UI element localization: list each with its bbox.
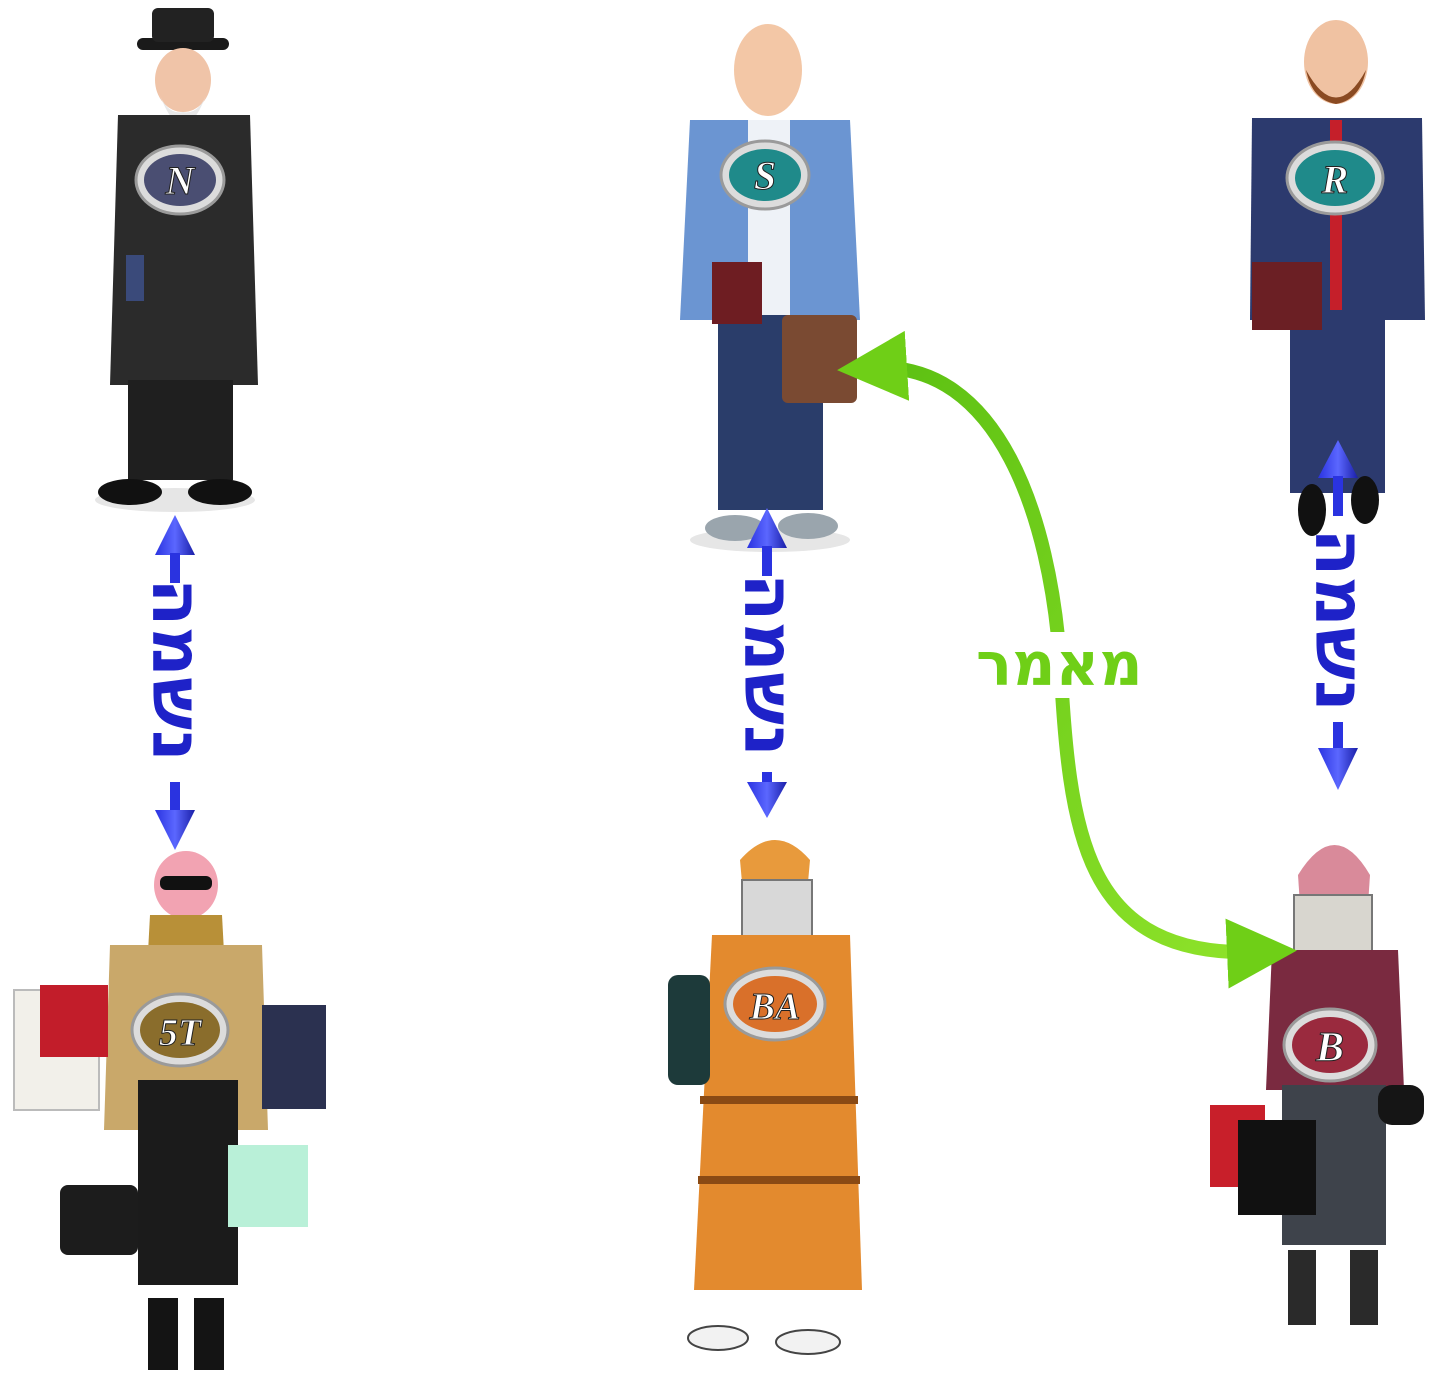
arrowhead-up-icon — [155, 515, 195, 555]
shopping-bag-icon — [262, 1005, 326, 1109]
arrowhead-up-icon — [1318, 440, 1358, 478]
arrowhead-down-icon — [155, 810, 195, 850]
boots-icon — [148, 1298, 178, 1370]
trousers — [128, 380, 233, 480]
shoe-icon — [1351, 476, 1379, 524]
figure-n: N — [95, 8, 258, 512]
arrowhead-down-icon — [1318, 748, 1358, 790]
shopping-bag-icon — [1238, 1120, 1316, 1215]
badge-label-5t: 5T — [159, 1012, 203, 1054]
boots-icon — [194, 1298, 224, 1370]
badge-plate — [144, 154, 216, 206]
face — [1304, 20, 1368, 104]
arrow-shaft — [762, 546, 772, 576]
badge-label-n: N — [165, 158, 197, 203]
badge-label-ba: BA — [749, 986, 801, 1028]
figure-ba: BA — [668, 840, 862, 1355]
boots-icon — [1288, 1250, 1316, 1325]
face — [155, 48, 211, 112]
badge-label-s: S — [754, 153, 776, 198]
soul-label-right: נשמה — [1299, 528, 1381, 712]
book-icon — [712, 262, 762, 324]
soul-label-middle: נשמה — [728, 573, 810, 757]
book-icon — [741, 879, 813, 939]
arrow-shaft — [170, 782, 180, 812]
briefcase-icon — [782, 315, 857, 403]
soul-label-left: נשמה — [136, 578, 218, 762]
sneaker-icon — [705, 515, 765, 541]
arrowhead-up-icon — [747, 508, 787, 548]
badge-label-r: R — [1321, 157, 1349, 202]
shopping-bag-icon — [40, 985, 108, 1057]
badge-label-b: B — [1315, 1025, 1344, 1071]
sneaker-icon — [778, 513, 838, 539]
shopping-bag-icon — [228, 1145, 308, 1227]
article-label: מאמר — [972, 632, 1147, 698]
book-icon — [126, 255, 144, 301]
book-icon — [1252, 262, 1322, 330]
shoe-icon — [98, 479, 162, 505]
handbag-icon — [60, 1185, 138, 1255]
soul-arrow-middle — [747, 508, 787, 818]
badge-plate — [140, 1002, 220, 1058]
sandal-icon — [775, 1329, 841, 1355]
beard — [1306, 70, 1366, 104]
badge-plate — [729, 149, 801, 201]
figure-r: R — [1250, 20, 1425, 536]
badge-plate — [733, 976, 817, 1032]
arrow-shaft — [170, 553, 180, 583]
hat-crown-icon — [152, 8, 214, 42]
arrow-shaft — [1333, 722, 1343, 750]
book-icon — [1293, 894, 1373, 954]
figure-s: S — [680, 24, 860, 552]
handbag-icon — [1378, 1085, 1424, 1125]
shoe-icon — [188, 479, 252, 505]
soul-arrow-left — [155, 515, 195, 850]
boots-icon — [1350, 1250, 1378, 1325]
shoe-icon — [1298, 484, 1326, 536]
figure-5t: 5T — [13, 851, 326, 1370]
badge-plate — [1295, 150, 1375, 206]
bag-icon — [668, 975, 710, 1085]
figure-b: B — [1210, 845, 1424, 1325]
arrowhead-down-icon — [747, 782, 787, 818]
sunglasses-icon — [160, 876, 212, 890]
sandal-icon — [687, 1325, 749, 1351]
arrow-shaft — [1333, 476, 1343, 516]
soul-arrow-right — [1318, 440, 1358, 790]
face — [734, 24, 802, 116]
badge-plate — [1292, 1017, 1368, 1073]
black-skirt — [138, 1080, 238, 1285]
